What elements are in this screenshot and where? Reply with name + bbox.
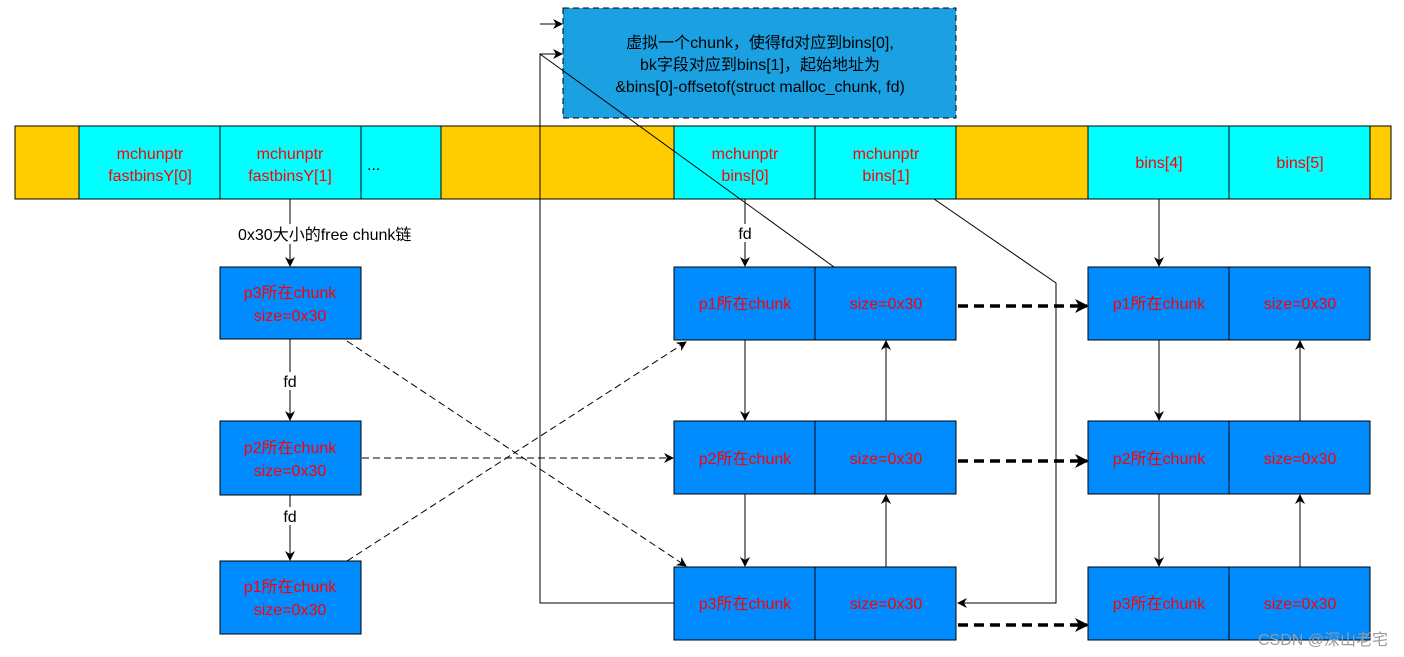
- mid-p2-size-cell: [814, 420, 957, 495]
- left-p1-chunk: [219, 560, 362, 635]
- right-p3-name: p3所在chunk: [1113, 595, 1206, 613]
- left-p2-chunk: [219, 420, 362, 496]
- left-p3-chunk: [219, 266, 362, 340]
- bins1-label: bins[1]: [862, 168, 909, 185]
- bins5-cell: [1228, 125, 1371, 200]
- right-p1-chunk: [1087, 266, 1230, 341]
- mid-p2-name: p2所在chunk: [699, 450, 792, 468]
- mid-p1-name: p1所在chunk: [699, 295, 792, 313]
- right-p2-size: size=0x30: [1264, 451, 1337, 468]
- right-p1-size-cell: [1228, 266, 1371, 341]
- fd-label-1: fd: [283, 374, 296, 391]
- note-line-2: bk字段对应到bins[1]，起始地址为: [640, 55, 880, 74]
- dashed-p3-to-mid-p3: [346, 340, 687, 567]
- right-p2-name: p2所在chunk: [1113, 450, 1206, 468]
- mid-p2-size: size=0x30: [850, 451, 923, 468]
- right-p1-size: size=0x30: [1264, 296, 1337, 313]
- note-line-1: 虚拟一个chunk，使得fd对应到bins[0],: [626, 33, 894, 52]
- right-bins-list: p1所在chunk size=0x30 p2所在chunk size=0x30 …: [1087, 199, 1371, 641]
- note-line-3: &bins[0]-offsetof(struct malloc_chunk, f…: [615, 79, 905, 96]
- left-p1-name: p1所在chunk: [244, 578, 337, 596]
- left-p3-size: size=0x30: [254, 308, 327, 325]
- bins5-label: bins[5]: [1276, 155, 1323, 172]
- bins0-type: mchunptr: [712, 146, 779, 163]
- ellipsis-cell: [360, 125, 442, 200]
- memory-strip: mchunptr fastbinsY[0] mchunptr fastbinsY…: [14, 125, 1392, 200]
- mid-p3-size-cell: [814, 566, 957, 641]
- fd-label-3-bg: [735, 224, 755, 242]
- note-box: 虚拟一个chunk，使得fd对应到bins[0], bk字段对应到bins[1]…: [562, 7, 957, 119]
- line-p1-bk-to-virtual: [539, 53, 835, 268]
- mid-p1-size: size=0x30: [850, 296, 923, 313]
- left-p1-size: size=0x30: [254, 602, 327, 619]
- note-rect: [562, 7, 957, 119]
- mid-p3-name: p3所在chunk: [699, 595, 792, 613]
- left-p2-name: p2所在chunk: [244, 439, 337, 457]
- arrow-bins1-to-p3: [933, 198, 1057, 608]
- dashed-links: [346, 340, 687, 567]
- fd-label-3: fd: [738, 226, 751, 243]
- fastbins0-cell: [78, 125, 221, 200]
- dashed-p1-to-mid-p1: [346, 341, 687, 562]
- right-p3-size: size=0x30: [1264, 596, 1337, 613]
- fastbins1-cell: [219, 125, 362, 200]
- strip-ellipsis: ...: [367, 157, 380, 174]
- bins0-label: bins[0]: [721, 168, 768, 185]
- watermark: CSDN @深山老宅: [1258, 631, 1388, 649]
- left-p2-size: size=0x30: [254, 463, 327, 480]
- bins4-label: bins[4]: [1135, 155, 1182, 172]
- chain-label-bg: [236, 224, 436, 244]
- mid-p1-size-cell: [814, 266, 957, 341]
- right-p3-chunk: [1087, 566, 1230, 641]
- bins1-type: mchunptr: [853, 146, 920, 163]
- mid-p3-size: size=0x30: [850, 596, 923, 613]
- fastbins0-type: mchunptr: [117, 146, 184, 163]
- arrow-p3-fd-to-virtual-chunk: [539, 49, 674, 604]
- fastbins0-label: fastbinsY[0]: [108, 168, 192, 185]
- fastbins1-type: mchunptr: [257, 146, 324, 163]
- mid-p2-chunk: [673, 420, 816, 495]
- right-p1-name: p1所在chunk: [1113, 295, 1206, 313]
- left-p3-name: p3所在chunk: [244, 284, 337, 302]
- bins-list: p1所在chunk size=0x30 p2所在chunk size=0x30 …: [539, 19, 1057, 641]
- fd-label-2-bg: [280, 507, 300, 525]
- chain-label: 0x30大小的free chunk链: [238, 226, 411, 244]
- fastbins1-label: fastbinsY[1]: [248, 168, 332, 185]
- transition-arrows: [958, 299, 1089, 632]
- fd-label-2: fd: [283, 509, 296, 526]
- fd-label-1-bg: [280, 372, 300, 390]
- right-p2-size-cell: [1228, 420, 1371, 495]
- fastbin-chain: p3所在chunk size=0x30 p2所在chunk size=0x30 …: [219, 199, 436, 635]
- bins1-cell: [814, 125, 957, 200]
